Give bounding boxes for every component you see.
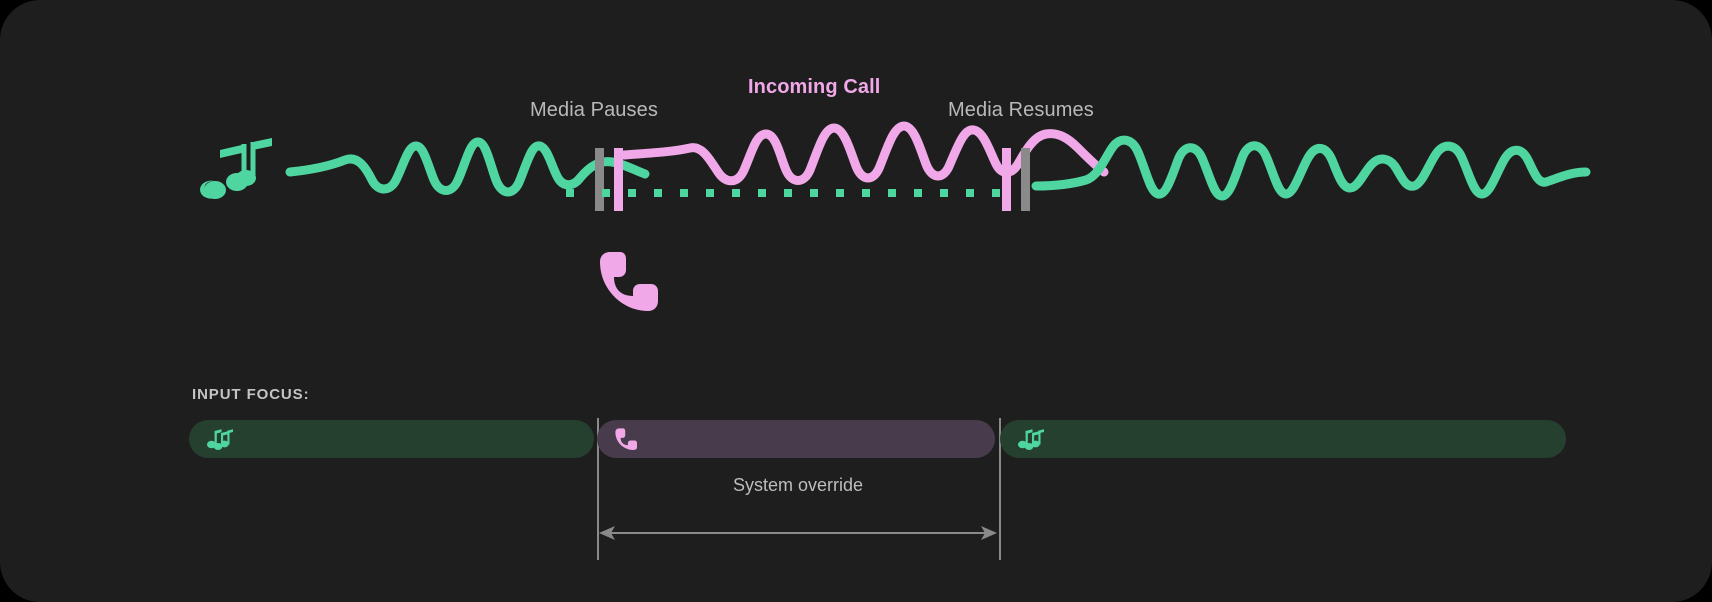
phone-icon-timeline [600,252,658,311]
input-focus-section: INPUT FOCUS: [0,330,1712,602]
pause-marker-gray [595,148,604,211]
waveform-media-after [1031,135,1591,201]
focus-bar-call[interactable] [597,420,995,458]
override-guide-left [597,418,599,560]
resume-marker-pink [1002,148,1011,211]
input-focus-title: INPUT FOCUS: [192,386,310,403]
music-notes-icon [207,428,233,450]
label-media-pauses: Media Pauses [530,99,658,121]
system-override-span-arrow [599,526,997,540]
label-incoming-call: Incoming Call [748,76,881,98]
focus-bar-media-right[interactable] [1000,420,1566,458]
music-notes-icon [200,138,272,199]
focus-bar-media-left[interactable] [189,420,594,458]
music-notes-icon [1018,428,1044,450]
label-media-resumes: Media Resumes [948,99,1094,121]
pause-marker-pink [614,148,623,211]
resume-marker-gray [1021,148,1030,211]
override-guide-right [999,418,1001,560]
waveform-call-audio [619,121,1109,186]
audio-timeline: Media Pauses Incoming Call Media Resumes [200,76,1591,311]
dotted-media-paused [566,189,1000,197]
phone-icon [615,428,637,450]
waveform-media-before [285,137,650,197]
system-override-label: System override [732,475,864,495]
